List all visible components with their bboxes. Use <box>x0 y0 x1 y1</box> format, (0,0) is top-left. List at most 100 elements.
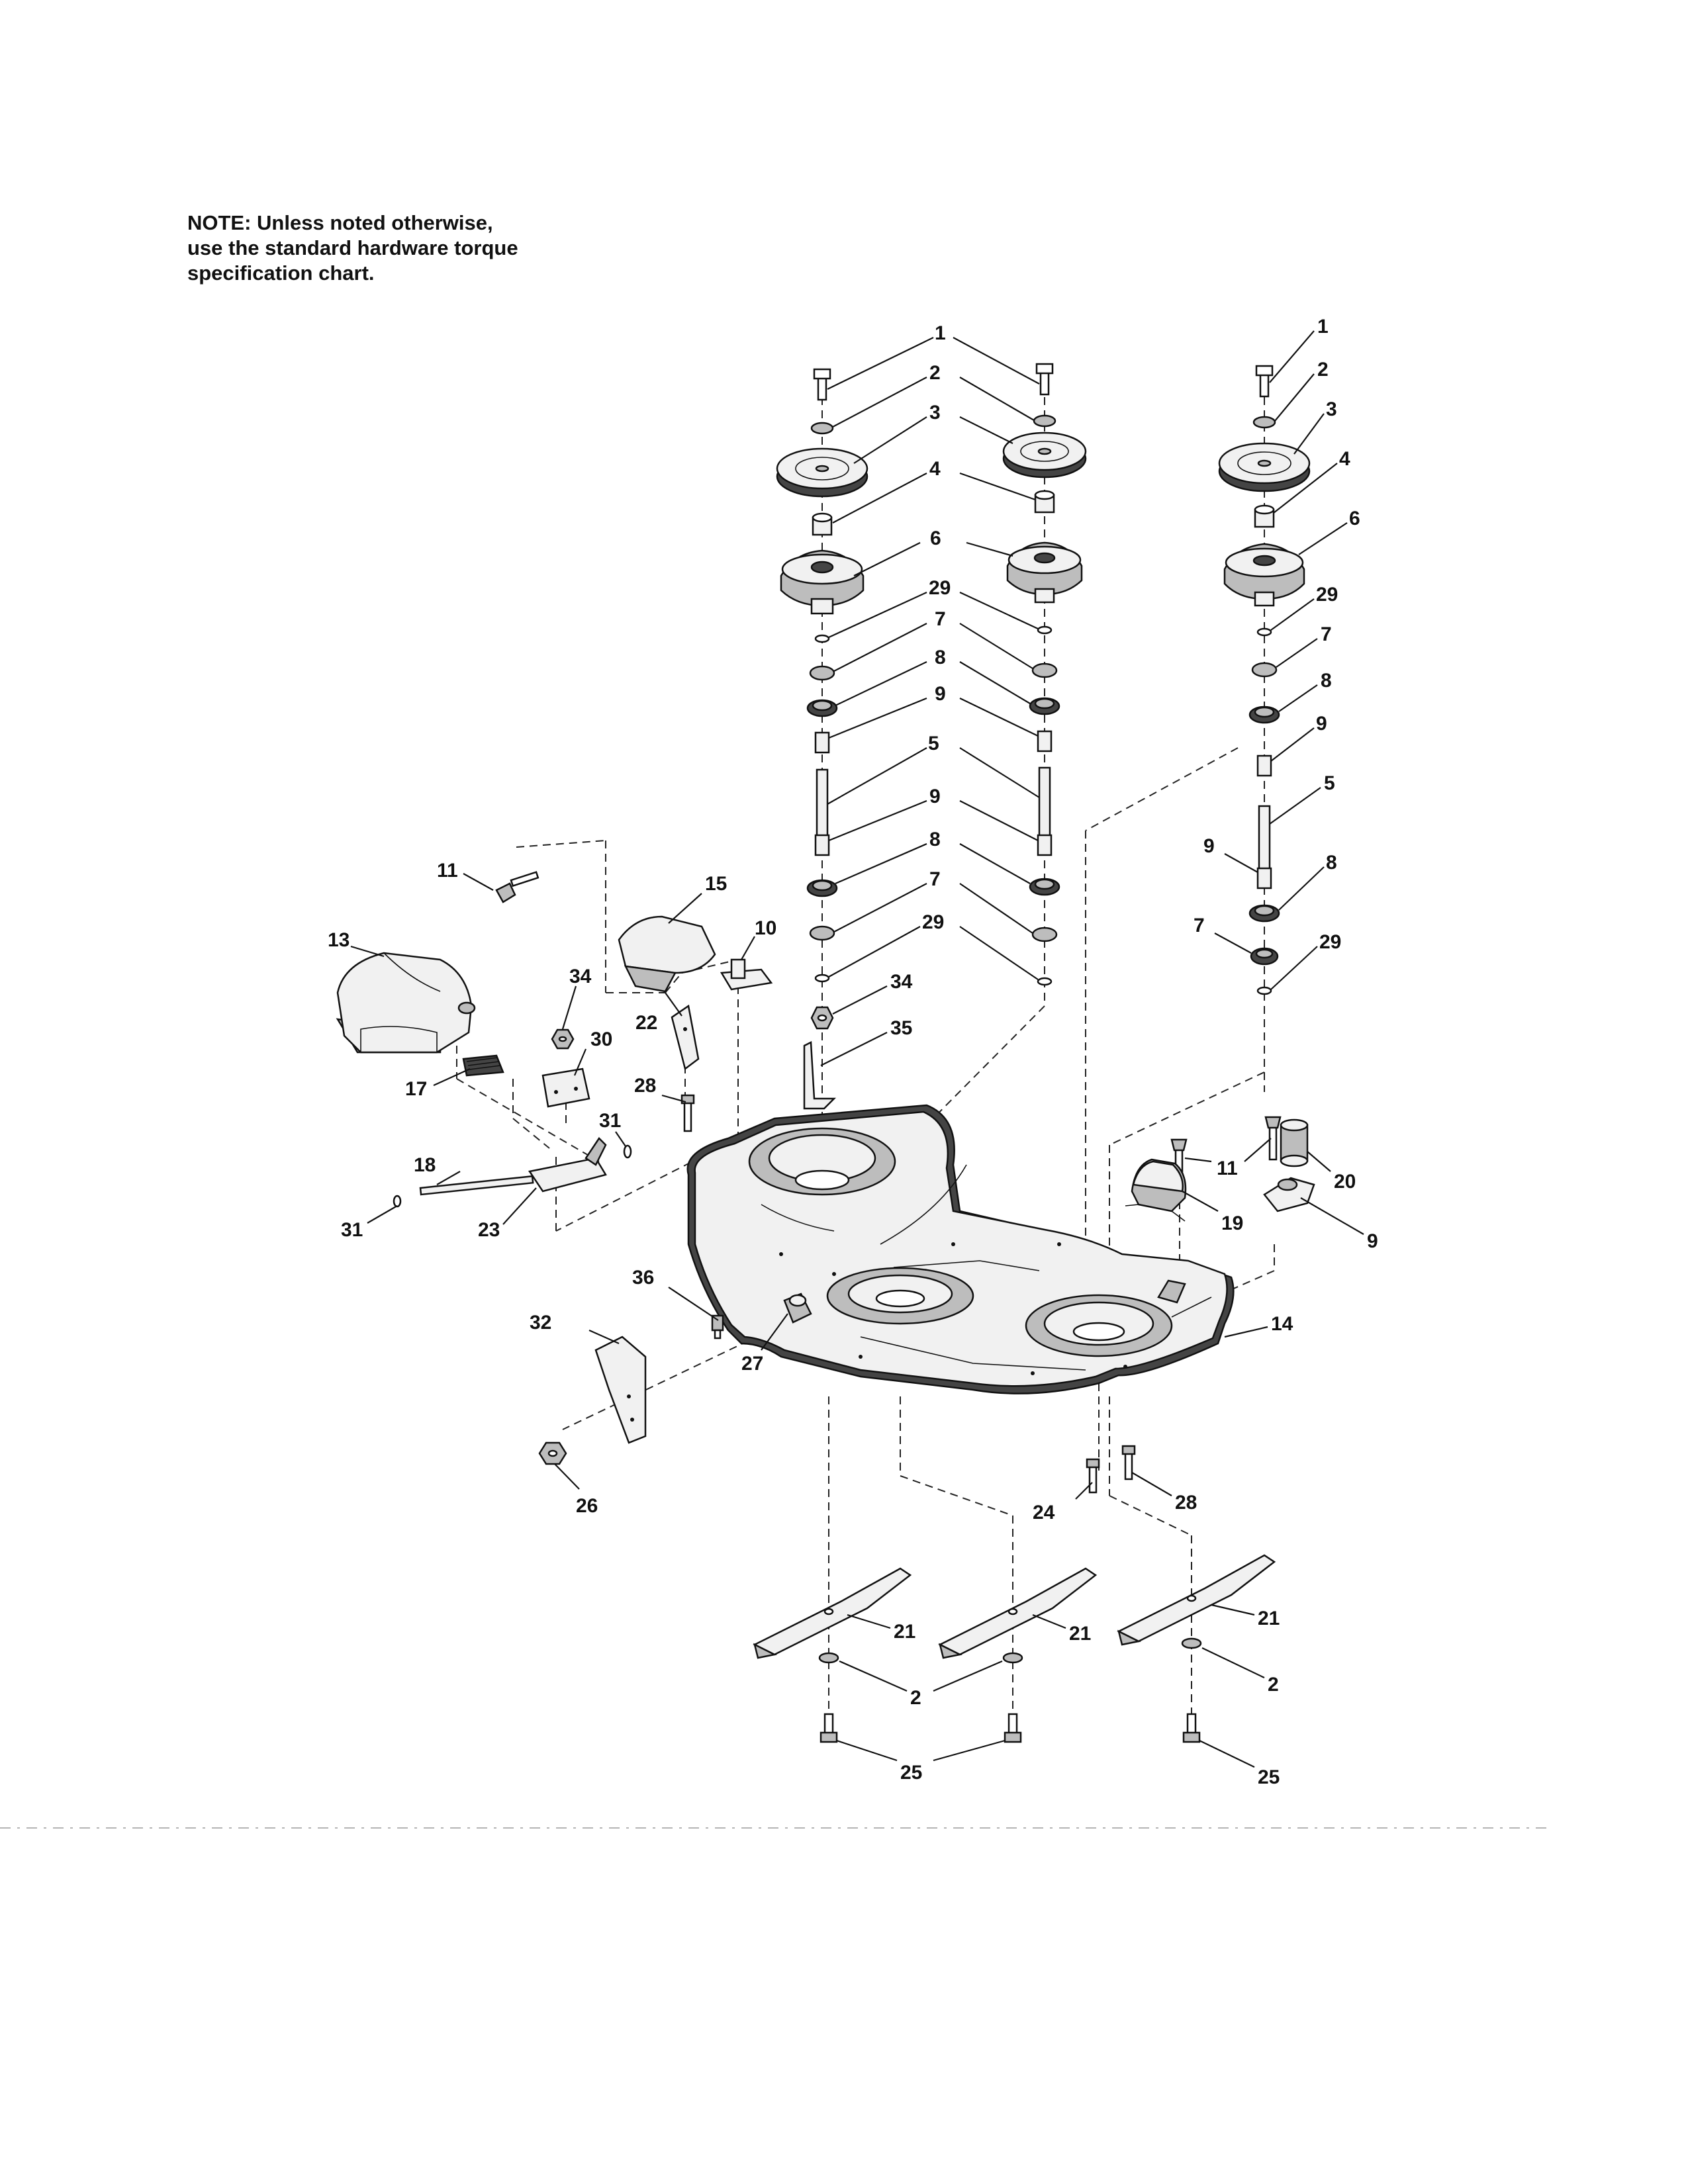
washer-part-2-right <box>1252 416 1276 429</box>
washer-part-7-left-top <box>809 665 835 681</box>
note-line-3: specification chart. <box>187 261 375 285</box>
spindle-housing-part-6-left <box>780 549 865 615</box>
callout-6-right: 6 <box>1349 508 1360 529</box>
spindle-housing-part-6-center <box>1006 541 1083 604</box>
callout-29-center-bottom: 29 <box>922 911 944 933</box>
blade-part-21-center <box>938 1567 1098 1659</box>
washer-part-2-left <box>810 422 834 435</box>
callout-16: 15 <box>705 873 727 895</box>
pulley-part-3-left <box>776 447 868 498</box>
callout-2-right: 2 <box>1317 359 1329 381</box>
bolt-part-24-left <box>820 1713 838 1743</box>
pulley-part-3-right <box>1218 442 1311 492</box>
bolt-part-24-right <box>1182 1713 1201 1743</box>
callout-21-right: 21 <box>1258 1608 1280 1629</box>
spacer-part-9-center-top <box>1037 730 1053 752</box>
bracket-part-16 <box>618 915 716 993</box>
note-line-2: use the standard hardware torque <box>187 236 518 259</box>
note-line-1: NOTE: Unless noted otherwise, <box>187 211 493 234</box>
bolt-part-1-left <box>813 368 831 401</box>
callout-9-right-bottom: 9 <box>1203 835 1215 857</box>
callout-13-left: 11 <box>437 860 458 882</box>
callout-10: 9 <box>1367 1230 1378 1252</box>
callout-8-center-bottom: 8 <box>929 829 941 850</box>
bracket-part-31 <box>541 1068 590 1108</box>
callout-17: 17 <box>405 1078 427 1100</box>
latch-part-23 <box>528 1137 607 1193</box>
callout-21-left: 21 <box>894 1621 915 1643</box>
bolt-part-1-center <box>1035 363 1054 396</box>
callout-7-right-bottom: 7 <box>1194 915 1205 936</box>
callout-18: 18 <box>414 1154 436 1176</box>
callout-30-right: 31 <box>599 1110 621 1132</box>
callout-5-center: 5 <box>928 733 939 754</box>
ring-part-29-left-bottom <box>814 974 830 983</box>
callout-22: 22 <box>635 1012 657 1034</box>
spindle-stack-left <box>776 368 868 1030</box>
bolt-part-24-center <box>1004 1713 1022 1743</box>
callout-15: 14 <box>1271 1313 1293 1335</box>
callout-labels: 1 2 3 4 6 29 7 8 9 5 9 8 7 29 34 35 1 2 … <box>328 316 1378 1788</box>
washer-part-2-lower-right <box>1181 1637 1202 1649</box>
screw-part-28-right <box>1121 1445 1136 1480</box>
bracket-part-35 <box>803 1041 837 1110</box>
washer-part-2-center <box>1033 414 1056 428</box>
callout-28-right: 28 <box>1175 1492 1197 1514</box>
blade-part-21-right <box>1117 1554 1276 1646</box>
blade-part-21-left <box>753 1567 912 1659</box>
callout-24-center: 25 <box>900 1762 922 1784</box>
bearing-part-8-center-bottom <box>1029 878 1060 896</box>
callout-9-center-bottom: 9 <box>929 786 941 807</box>
callout-31: 30 <box>590 1028 612 1050</box>
spring-part-17 <box>462 1054 504 1077</box>
callout-28-left: 28 <box>634 1075 656 1097</box>
callout-9-center-top: 9 <box>935 683 946 705</box>
callout-2-center: 2 <box>929 362 941 384</box>
callout-35: 35 <box>890 1017 912 1039</box>
spacer-part-4-left <box>812 512 833 536</box>
callout-7-center-bottom: 7 <box>929 868 941 890</box>
idler-part-20 <box>1280 1118 1309 1167</box>
callout-34-center: 34 <box>890 971 913 993</box>
screw-part-25 <box>1086 1458 1100 1494</box>
callout-29-center-top: 29 <box>929 577 951 599</box>
washer-part-7-right-top <box>1251 662 1278 678</box>
callout-14: 13 <box>328 929 350 951</box>
callout-32: 32 <box>530 1312 551 1334</box>
nut-part-34-left <box>551 1028 575 1050</box>
bearing-part-8-left-bottom <box>806 879 838 897</box>
ring-part-29-right-top <box>1256 627 1272 637</box>
screw-part-36 <box>711 1314 724 1340</box>
callout-7-right-top: 7 <box>1321 623 1332 645</box>
bearing-part-8-right-top <box>1248 705 1280 724</box>
ring-part-29-right-bottom <box>1256 986 1272 995</box>
washer-part-7-center-bottom <box>1031 927 1058 942</box>
spacer-part-9-right-bottom <box>1256 867 1272 889</box>
callout-7-center-top: 7 <box>935 608 946 630</box>
callout-23: 23 <box>478 1219 500 1241</box>
callout-3-center: 3 <box>929 402 941 424</box>
callout-6-center: 6 <box>930 527 941 549</box>
spacer-part-4-center <box>1034 490 1055 514</box>
callout-2-lower-center: 2 <box>910 1687 921 1709</box>
callout-8-center-top: 8 <box>935 647 946 668</box>
nut-part-26 <box>538 1441 567 1465</box>
spindle-stack-right <box>1218 365 1311 995</box>
callout-3-right: 3 <box>1326 398 1337 420</box>
callout-24-right: 25 <box>1258 1766 1280 1788</box>
washer-part-7-center-top <box>1031 662 1058 678</box>
callout-1-right: 1 <box>1317 316 1329 338</box>
nut-part-34-center <box>810 1006 834 1030</box>
spacer-part-9-left-bottom <box>814 834 830 856</box>
callout-29-right-bottom: 29 <box>1319 931 1341 953</box>
washer-part-2-lower-center <box>1002 1652 1023 1664</box>
callout-29-right-top: 29 <box>1316 584 1338 606</box>
pin-part-30-left <box>393 1195 402 1208</box>
pulley-part-3-center <box>1002 432 1087 478</box>
spacer-part-9-center-bottom <box>1037 834 1053 856</box>
torque-note: NOTE: Unless noted otherwise, use the st… <box>187 210 651 286</box>
callout-20: 20 <box>1334 1171 1356 1193</box>
bearing-part-8-right-bottom <box>1248 904 1280 923</box>
callout-26: 26 <box>576 1495 598 1517</box>
bracket-part-10 <box>1263 1177 1315 1212</box>
